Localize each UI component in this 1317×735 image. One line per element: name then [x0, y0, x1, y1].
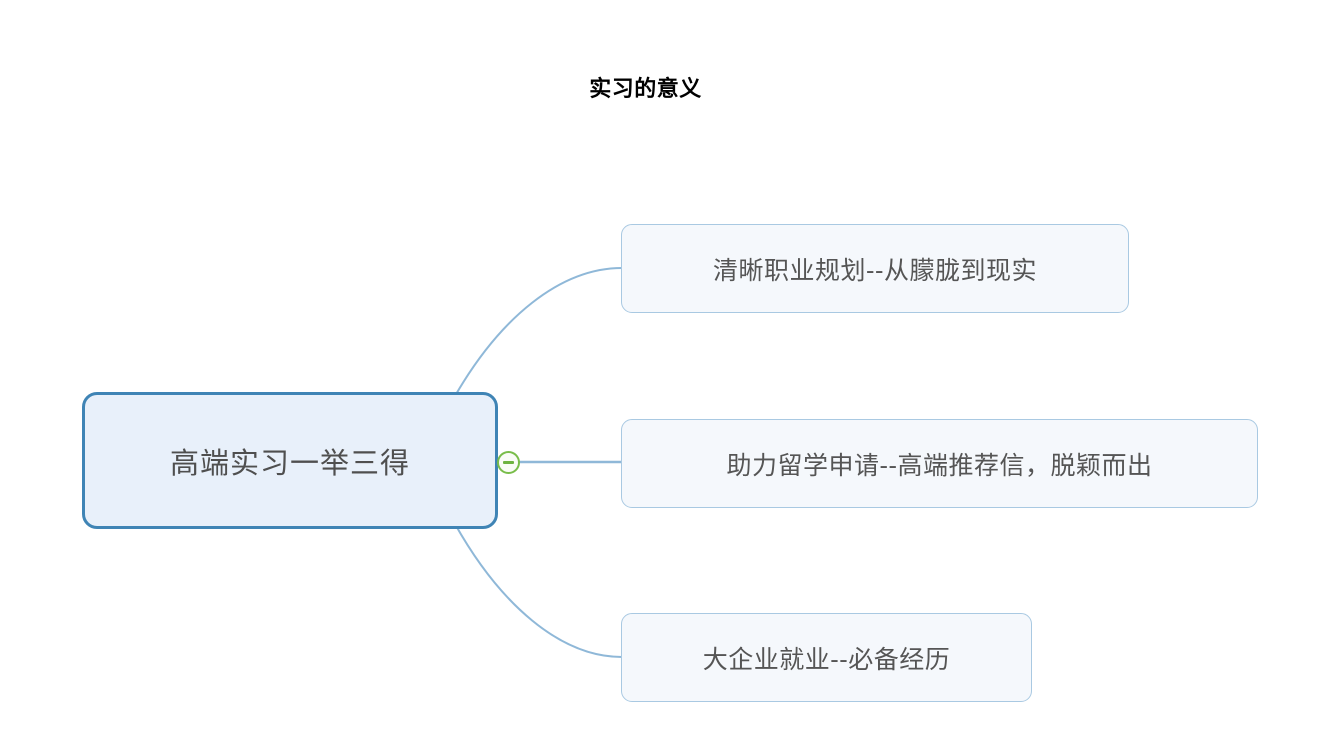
mindmap-branch-node-1[interactable]: 清晰职业规划--从朦胧到现实: [621, 224, 1129, 313]
mindmap-branch-label-3: 大企业就业--必备经历: [702, 644, 951, 674]
mindmap-root-label: 高端实习一举三得: [169, 445, 410, 480]
connector-to-branch-1: [454, 267, 623, 397]
mindmap-branch-node-3[interactable]: 大企业就业--必备经历: [621, 613, 1032, 702]
minus-glyph: [503, 461, 514, 464]
mindmap-branch-node-2[interactable]: 助力留学申请--高端推荐信，脱颖而出: [621, 419, 1258, 508]
mindmap-branch-label-1: 清晰职业规划--从朦胧到现实: [713, 255, 1037, 285]
minus-circle-icon[interactable]: [497, 451, 520, 474]
mindmap-branch-label-2: 助力留学申请--高端推荐信，脱颖而出: [726, 450, 1153, 480]
connector-to-branch-3: [454, 523, 623, 658]
page-title: 实习的意义: [589, 76, 702, 101]
mindmap-root-node[interactable]: 高端实习一举三得: [82, 392, 498, 529]
